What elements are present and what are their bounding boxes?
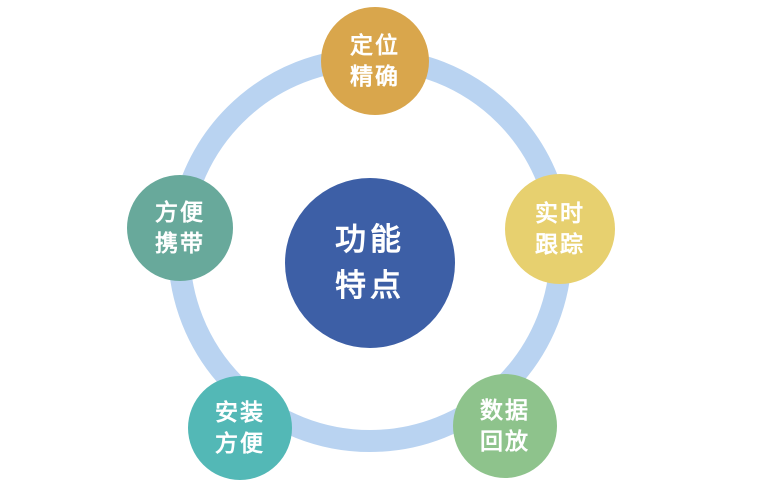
node-realtime-tracking-label: 实时 跟踪 (535, 198, 585, 260)
node-easy-installation: 安装 方便 (188, 376, 292, 480)
node-portable-line1: 方便 (155, 199, 205, 225)
node-realtime-tracking: 实时 跟踪 (505, 174, 615, 284)
node-precise-positioning-line1: 定位 (350, 32, 400, 58)
node-precise-positioning-label: 定位 精确 (350, 30, 400, 92)
node-data-playback-label: 数据 回放 (480, 395, 530, 457)
node-portable: 方便 携带 (127, 175, 233, 281)
node-precise-positioning: 定位 精确 (321, 7, 429, 115)
node-precise-positioning-line2: 精确 (350, 63, 400, 89)
center-node: 功能 特点 (285, 178, 455, 348)
node-realtime-tracking-line2: 跟踪 (535, 231, 585, 257)
center-node-line1: 功能 (335, 222, 405, 257)
node-portable-label: 方便 携带 (155, 197, 205, 259)
node-data-playback-line2: 回放 (480, 428, 530, 454)
node-easy-installation-line1: 安装 (215, 399, 265, 425)
center-node-line2: 特点 (335, 268, 405, 303)
node-easy-installation-line2: 方便 (215, 430, 265, 456)
center-node-label: 功能 特点 (335, 217, 405, 309)
node-realtime-tracking-line1: 实时 (535, 200, 585, 226)
node-data-playback-line1: 数据 (480, 397, 530, 423)
node-easy-installation-label: 安装 方便 (215, 397, 265, 459)
node-data-playback: 数据 回放 (453, 374, 557, 478)
node-portable-line2: 携带 (155, 230, 205, 256)
